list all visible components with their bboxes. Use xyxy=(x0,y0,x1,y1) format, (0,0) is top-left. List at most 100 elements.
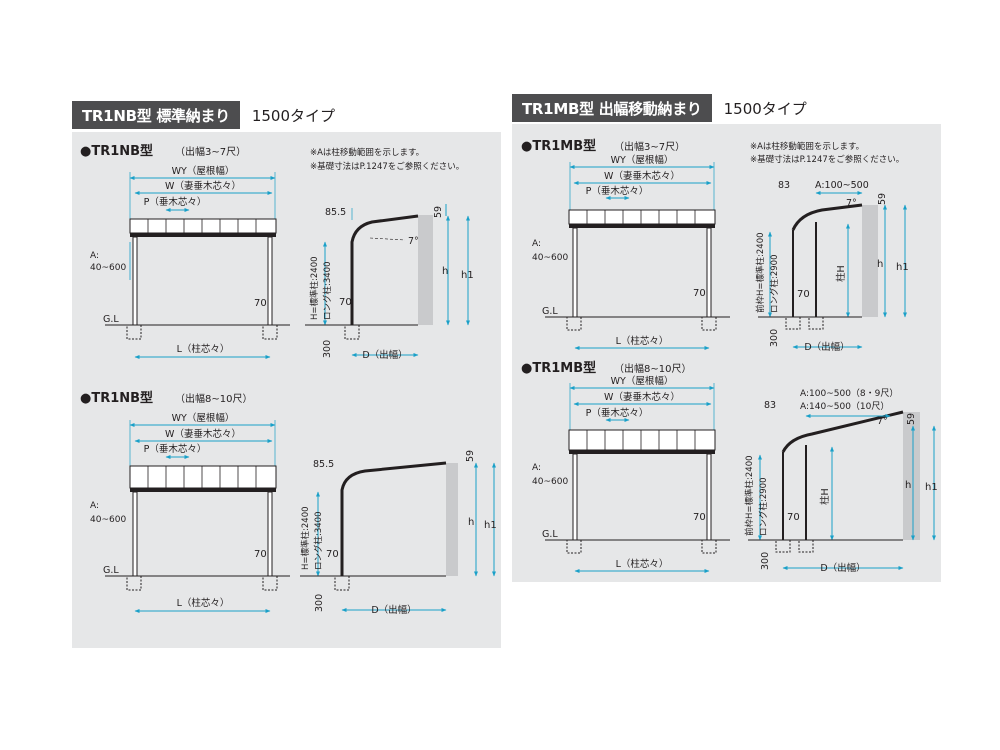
lt-note-a: ※Aは柱移動範囲を示します。 xyxy=(310,147,424,158)
lt-roof-frame xyxy=(130,233,276,237)
lb-side-view: 85.5 59 h h1 H=標準柱:2400 ロング柱:3400 70 300… xyxy=(300,450,497,616)
lb-gl-label: G.L xyxy=(103,565,119,576)
rb-gl-label: G.L xyxy=(542,529,558,540)
rt-front-view: ●TR1MB型 （出幅3~7尺） WY（屋根幅） W（妻垂木芯々） P（垂木芯々… xyxy=(521,138,730,350)
lb-300-label: 300 xyxy=(314,594,325,612)
lt-70-label: 70 xyxy=(254,298,267,309)
lb-85-label: 85.5 xyxy=(313,459,334,470)
rb-post-right xyxy=(706,453,712,541)
lt-h1-label: h1 xyxy=(461,270,474,281)
rt-side-view: ※Aは柱移動範囲を示します。 ※基礎寸法はP.1247をご参照ください。 83 … xyxy=(750,141,909,353)
rb-83-label: 83 xyxy=(764,400,776,411)
lt-side-view: ※Aは柱移動範囲を示します。 ※基礎寸法はP.1247をご参照ください。 85.… xyxy=(305,147,474,361)
lb-d-label: D（出幅） xyxy=(371,604,416,616)
rt-side-roof xyxy=(791,203,863,231)
lb-70-label: 70 xyxy=(254,549,267,560)
lt-a-range: 40~600 xyxy=(90,263,126,273)
lb-post-right xyxy=(267,491,273,577)
lt-wall xyxy=(418,215,433,325)
rb-post-left xyxy=(572,453,578,541)
lt-title: ●TR1NB型 xyxy=(80,143,153,159)
lt-d-label: D（出幅） xyxy=(362,349,407,361)
rt-s70-label: 70 xyxy=(797,289,810,300)
right-header-title: TR1MB型 出幅移動納まり xyxy=(512,94,712,122)
rt-note-b: ※基礎寸法はP.1247をご参照ください。 xyxy=(750,154,904,165)
rt-70-label: 70 xyxy=(693,288,706,299)
rb-roof-panel xyxy=(568,429,716,451)
left-header-type: 1500タイプ xyxy=(251,106,336,125)
rt-post-left xyxy=(572,227,578,318)
lt-deg-label: 7° xyxy=(408,236,419,247)
rb-w-label: W（妻垂木芯々） xyxy=(604,391,680,403)
lt-post-left xyxy=(132,236,138,326)
lb-post-left xyxy=(132,491,138,577)
lt-59-label: 59 xyxy=(433,206,444,218)
rb-asec2-label: A:140~500（10尺） xyxy=(800,401,889,412)
rb-title-sub: （出幅8~10尺） xyxy=(614,362,691,375)
rt-l-label: L（柱芯々） xyxy=(616,335,669,347)
rt-h-label: h xyxy=(877,259,883,270)
rb-front-view: ●TR1MB型 （出幅8~10尺） WY（屋根幅） W（妻垂木芯々） P（垂木芯… xyxy=(521,360,730,573)
lb-front-view: ●TR1NB型 （出幅8~10尺） WY（屋根幅） W（妻垂木芯々） P（垂木芯… xyxy=(80,390,290,613)
right-header: TR1MB型 出幅移動納まり 1500タイプ xyxy=(512,94,807,122)
lb-p-label: P（垂木芯々） xyxy=(144,443,207,455)
rt-h1-label: h1 xyxy=(896,262,909,273)
rb-d-label: D（出幅） xyxy=(820,562,865,574)
rb-title: ●TR1MB型 xyxy=(521,360,596,376)
rt-pillar-label: 柱H xyxy=(835,265,847,282)
lt-p-label: P（垂木芯々） xyxy=(144,196,207,208)
lt-roof-panel xyxy=(129,218,277,234)
rb-post-a: 前枠H=標準柱:2400 xyxy=(744,455,755,536)
rt-d-label: D（出幅） xyxy=(804,341,849,353)
right-panel xyxy=(512,124,941,582)
lt-post-right xyxy=(267,236,273,326)
rb-l-label: L（柱芯々） xyxy=(616,558,669,570)
rb-post-b: ロング柱:2900 xyxy=(758,478,769,537)
rt-83-label: 83 xyxy=(778,180,790,191)
rt-post-a: 前枠H=標準柱:2400 xyxy=(755,232,766,313)
rt-p-label: P（垂木芯々） xyxy=(586,185,649,197)
lb-side-roof xyxy=(340,461,447,576)
lb-wy-label: WY（屋根幅） xyxy=(172,412,235,424)
lt-300-label: 300 xyxy=(322,340,333,358)
lb-post-a: H=標準柱:2400 xyxy=(300,506,311,570)
lb-roof-panel xyxy=(129,465,277,489)
rt-roof-panel xyxy=(568,209,716,225)
lt-gl-label: G.L xyxy=(103,314,119,325)
lb-a-range: 40~600 xyxy=(90,515,126,525)
lt-post-a: H=標準柱:2400 xyxy=(309,256,320,320)
left-header-title: TR1NB型 標準納まり xyxy=(72,101,240,129)
rb-p-label: P（垂木芯々） xyxy=(586,407,649,419)
rb-h-label: h xyxy=(905,480,911,491)
rb-a-label: A: xyxy=(532,463,541,473)
rt-59-label: 59 xyxy=(877,193,888,205)
lt-title-sub: （出幅3~7尺） xyxy=(175,145,246,158)
rt-title-sub: （出幅3~7尺） xyxy=(614,140,685,153)
rt-gl-label: G.L xyxy=(542,306,558,317)
rt-wy-label: WY（屋根幅） xyxy=(611,154,674,166)
rb-deg-label: 7° xyxy=(877,416,888,427)
rt-300-label: 300 xyxy=(769,329,780,347)
rb-h1-label: h1 xyxy=(925,482,938,493)
lb-w-label: W（妻垂木芯々） xyxy=(165,428,241,440)
rb-59-label: 59 xyxy=(906,413,917,425)
rt-post-right xyxy=(706,227,712,318)
rb-side-view: 83 A:100~500（8・9尺） A:140~500（10尺） 7° 59 … xyxy=(744,388,938,574)
lt-note-b: ※基礎寸法はP.1247をご参照ください。 xyxy=(310,161,464,172)
rt-post-b: ロング柱:2900 xyxy=(769,255,780,314)
rt-w-label: W（妻垂木芯々） xyxy=(604,170,680,182)
left-header: TR1NB型 標準納まり 1500タイプ xyxy=(72,101,335,129)
lt-l-label: L（柱芯々） xyxy=(177,343,230,355)
lb-post-b: ロング柱:3400 xyxy=(313,512,324,571)
lt-w-label: W（妻垂木芯々） xyxy=(165,180,241,192)
lt-a-label: A: xyxy=(90,251,99,261)
lt-front-view: ●TR1NB型 （出幅3~7尺） WY（屋根幅） W（妻垂木芯々） P（垂木芯々… xyxy=(80,143,290,359)
rt-asec-label: A:100~500 xyxy=(815,180,869,191)
lt-side-roof xyxy=(350,214,419,325)
rb-a-range: 40~600 xyxy=(532,477,568,487)
lb-s70-label: 70 xyxy=(326,549,339,560)
lb-title-sub: （出幅8~10尺） xyxy=(175,392,252,405)
lt-wy-label: WY（屋根幅） xyxy=(172,165,235,177)
lb-a-label: A: xyxy=(90,501,99,511)
